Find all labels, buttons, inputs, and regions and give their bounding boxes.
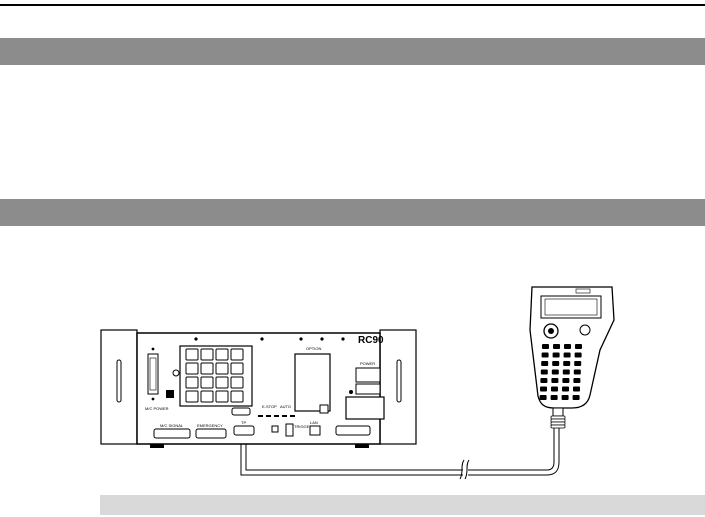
pendant-keypad xyxy=(539,344,582,400)
mt-power-label: M/C POWER xyxy=(145,406,169,411)
section-header-band-2 xyxy=(0,199,705,226)
controller-model-label: RC90 xyxy=(358,335,384,346)
auto-label: AUTO xyxy=(280,404,291,409)
tp-label: TP xyxy=(241,420,246,425)
estop-label: E-STOP xyxy=(262,404,277,409)
connection-diagram: RC90 M/C POWER E-STOP AUTO OPTION POWER xyxy=(100,286,615,480)
trigger-label: TRIGGER xyxy=(294,424,312,429)
option-label: OPTION xyxy=(306,346,321,351)
tp-cable xyxy=(240,428,560,480)
emergency-label: EMERGENCY xyxy=(197,423,223,428)
top-rule xyxy=(0,4,705,6)
power-label: POWER xyxy=(360,361,375,366)
footer-band xyxy=(100,495,705,515)
lan-label: LAN xyxy=(310,420,318,425)
strain-relief xyxy=(550,415,566,429)
mt-signal-label: M/C SIGNAL xyxy=(160,423,184,428)
section-header-band-1 xyxy=(0,38,705,65)
rc90-controller: RC90 M/C POWER E-STOP AUTO OPTION POWER xyxy=(100,329,417,448)
fan-grid xyxy=(185,348,244,403)
teach-pendant xyxy=(529,286,615,429)
